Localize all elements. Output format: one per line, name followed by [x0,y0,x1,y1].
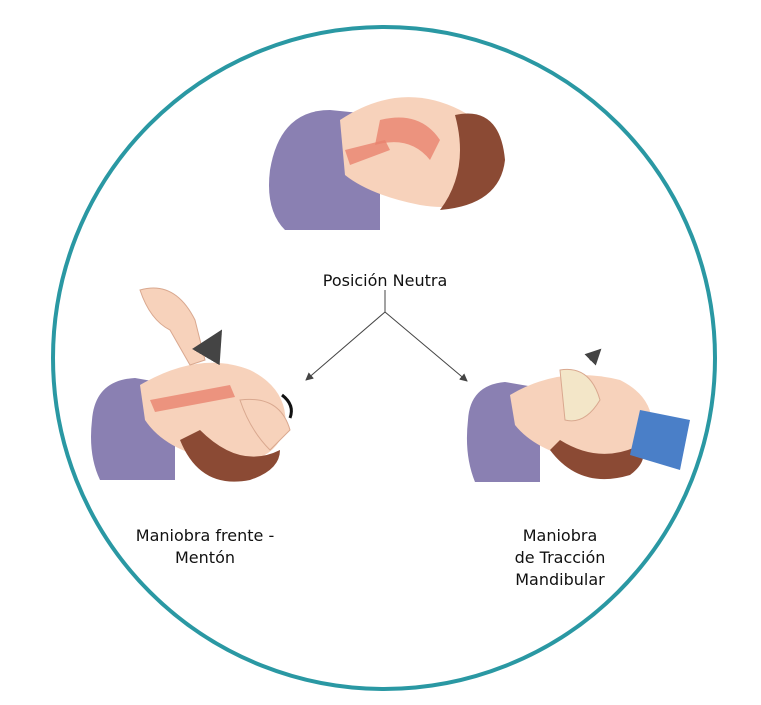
outer-ring [51,25,717,691]
label-neutral-position: Posición Neutra [322,271,448,290]
connector-arrows [305,290,468,382]
label-jaw-thrust: Maniobra de Tracción Mandibular [514,526,606,589]
label-head-tilt-chin-lift: Maniobra frente - Mentón [135,526,275,567]
neutral-position-illustration [269,97,505,230]
jaw-thrust-illustration [466,348,690,482]
head-tilt-chin-lift-illustration [91,287,293,482]
